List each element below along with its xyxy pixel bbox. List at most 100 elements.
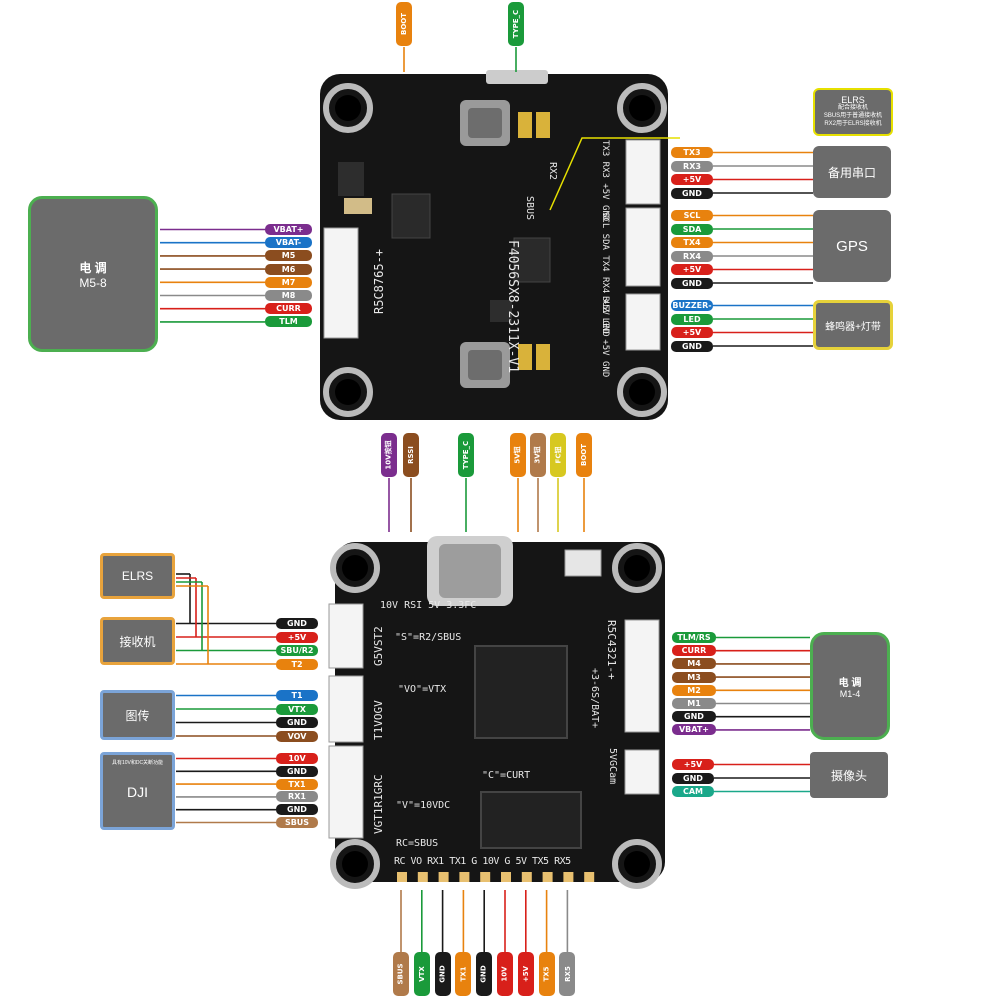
bottom-pad-7: [542, 872, 553, 882]
top-gps-label: GPS: [836, 237, 868, 255]
bottom-silk-right2: +3-6S/BAT+: [589, 668, 600, 729]
top-silk-rx2: RX2: [547, 162, 558, 181]
bottom-silk-left2: T1VOGV: [372, 700, 385, 740]
bottom-dji-box: 具有10V和DC关断功能 DJI: [100, 752, 175, 830]
bottom-bottom-pill-6: +5V: [517, 952, 534, 996]
bottom-pad-6: [521, 872, 532, 882]
top-bottom-pin-10v: 10V按钮: [381, 433, 397, 477]
top-esc-pill-1: VBAT-: [265, 237, 312, 249]
bottom-bottom-pill-3: TX1: [455, 952, 472, 996]
bottom-esc-pill-0: TLM/RS: [672, 632, 716, 643]
bottom-silk-left3: VGT1R1GRC: [372, 774, 385, 834]
bottom-rx-pill-1: +5V: [276, 631, 318, 643]
bottom-pad-2: [438, 872, 449, 882]
bottom-silk-c: "C"=CURT: [482, 770, 531, 781]
top-esc-pill-5: M8: [265, 290, 312, 301]
top-silk-main: F4056SX8-2311X-V1: [505, 240, 520, 374]
bottom-vtx-box: 图传: [100, 690, 175, 740]
top-buzzer-box: 蜂鸣器+灯带: [813, 300, 893, 350]
bottom-dji-pill-2: TX1: [276, 778, 318, 790]
bottom-vtx-pill-2: GND: [276, 717, 318, 728]
top-gps-pill-5: GND: [671, 277, 713, 289]
bottom-dji-pill-1: GND: [276, 765, 318, 777]
top-bottom-pin-3v: 3V钮: [530, 433, 546, 477]
top-uart-box: 备用串口: [813, 146, 891, 198]
bottom-silk-s: "S"=R2/SBUS: [395, 632, 462, 643]
bottom-cam-pill-2: CAM: [672, 786, 714, 797]
bottom-esc-pill-6: GND: [672, 711, 716, 723]
top-uart-pill-2: +5V: [671, 174, 713, 185]
top-esc-pill-6: CURR: [265, 303, 312, 315]
bottom-cam-pill-0: +5V: [672, 759, 714, 770]
top-gps-pill-0: SCL: [671, 210, 713, 221]
bottom-esc-pill-5: M1: [672, 698, 716, 709]
top-buzzer-pill-3: GND: [671, 340, 713, 352]
bottom-pad-3: [459, 872, 470, 882]
bottom-esc-pill-1: CURR: [672, 645, 716, 657]
top-esc-pill-4: M7: [265, 276, 312, 288]
top-silk-side3: BUZ LED +5V GND: [600, 296, 610, 378]
top-board: [320, 70, 680, 420]
bottom-bottom-pill-5: 10V: [497, 952, 513, 996]
bottom-cam-box: 摄像头: [810, 752, 888, 798]
top-bottom-pin-5v: 5V钮: [510, 433, 526, 477]
bottom-rx-pill-0: GND: [276, 618, 318, 629]
top-esc-pill-3: M6: [265, 263, 312, 275]
top-buzzer-pill-0: BUZZER-: [671, 300, 713, 311]
top-silk-sbus: SBUS: [524, 196, 535, 221]
bottom-vtx-label: 图传: [125, 708, 150, 723]
top-silk-esc: R5C8765-+: [372, 248, 386, 314]
bottom-elrs-label: ELRS: [121, 569, 154, 583]
top-uart-pill-3: GND: [671, 187, 713, 199]
bottom-silk-right3: 5VGCam: [607, 748, 618, 785]
top-gps-pill-2: TX4: [671, 237, 713, 248]
bottom-pad-4: [480, 872, 491, 882]
bottom-esc-pill-2: M4: [672, 658, 716, 670]
bottom-vtx-pill-0: T1: [276, 690, 318, 701]
bottom-pad-9: [584, 872, 595, 882]
top-bottom-pin-fc: FC钮: [550, 433, 566, 477]
top-pin-boot: BOOT: [396, 2, 412, 46]
bottom-silk-left1: G5VST2: [372, 626, 385, 666]
top-buzzer-pill-2: +5V: [671, 327, 713, 338]
bottom-dji-pill-4: GND: [276, 804, 318, 816]
top-esc-pill-0: VBAT+: [265, 224, 312, 235]
top-esc-pill-2: M5: [265, 250, 312, 262]
bottom-pad-5: [501, 872, 511, 882]
bottom-silk-rc: RC=SBUS: [396, 838, 439, 849]
bottom-vtx-pill-3: VOV: [276, 730, 318, 742]
top-pin-typec: TYPE_C: [508, 2, 524, 46]
top-elrs-box: ELRS 配合接收机 SBUS用于普通接收机 RX2用于ELRS接收机: [813, 88, 893, 136]
top-buzzer-pill-1: LED: [671, 313, 713, 325]
bottom-dji-label: DJI: [127, 784, 148, 800]
bottom-rx-pill-3: T2: [276, 658, 318, 670]
bottom-cam-pill-1: GND: [672, 772, 714, 784]
bottom-silk-vo: "VO"=VTX: [398, 684, 447, 695]
top-buzzer-label: 蜂鸣器+灯带: [825, 321, 881, 333]
bottom-dji-pill-5: SBUS: [276, 817, 318, 828]
bottom-board: [328, 536, 665, 889]
bottom-dji-pill-0: 10V: [276, 753, 318, 764]
bottom-bottom-pill-7: TX5: [538, 952, 555, 996]
bottom-esc-box: 电 调 M1-4: [810, 632, 890, 740]
bottom-esc-pill-7: VBAT+: [672, 724, 716, 736]
bottom-rx-pill-2: SBU/R2: [276, 645, 318, 656]
top-esc-line2: M5-8: [79, 275, 107, 290]
bottom-silk-right1: R5C4321-+: [605, 620, 618, 680]
bottom-bottom-pill-8: RX5: [559, 952, 576, 996]
top-gps-pill-3: RX4: [671, 250, 713, 262]
top-uart-pill-0: TX3: [671, 147, 713, 158]
bottom-vtx-pill-1: VTX: [276, 703, 318, 715]
bottom-silk-v: "V"=10VDC: [396, 800, 451, 811]
bottom-dji-pill-3: RX1: [276, 791, 318, 803]
bottom-esc-line2: M1-4: [839, 688, 861, 699]
bottom-rx-box: 接收机: [100, 617, 175, 665]
top-gps-box: GPS: [813, 210, 891, 282]
bottom-rx-label: 接收机: [119, 634, 156, 649]
top-uart-pill-1: RX3: [671, 160, 713, 172]
top-elrs-title: ELRS: [841, 95, 865, 105]
bottom-esc-pill-4: M2: [672, 684, 716, 696]
bottom-pad-1: [417, 872, 428, 882]
top-bottom-pin-rssi: RSSI: [403, 433, 419, 477]
bottom-bottom-pill-0: SBUS: [393, 952, 409, 996]
